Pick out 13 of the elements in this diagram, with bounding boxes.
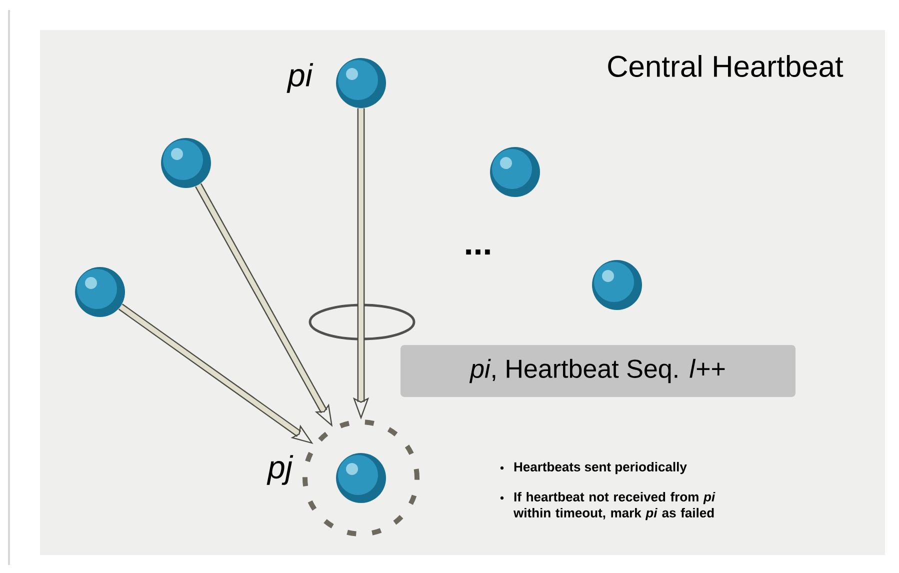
ball — [75, 267, 125, 317]
node-label: pj — [266, 455, 294, 485]
bullet-text: Heartbeats sent periodically — [514, 462, 687, 474]
dashed-ring-ball — [302, 420, 420, 536]
ball — [490, 147, 540, 197]
node-label: pi — [286, 63, 314, 93]
ball — [161, 138, 211, 188]
title-text: Central Heartbeat — [608, 54, 844, 78]
ball — [336, 58, 386, 108]
ball — [592, 260, 642, 310]
ellipsis: ... — [466, 249, 490, 255]
bullet-text: If heartbeat not received from pi within timeout, mark pi as failed — [514, 492, 716, 520]
label-box: pi, Heartbeat Seq. l++ — [400, 345, 796, 397]
